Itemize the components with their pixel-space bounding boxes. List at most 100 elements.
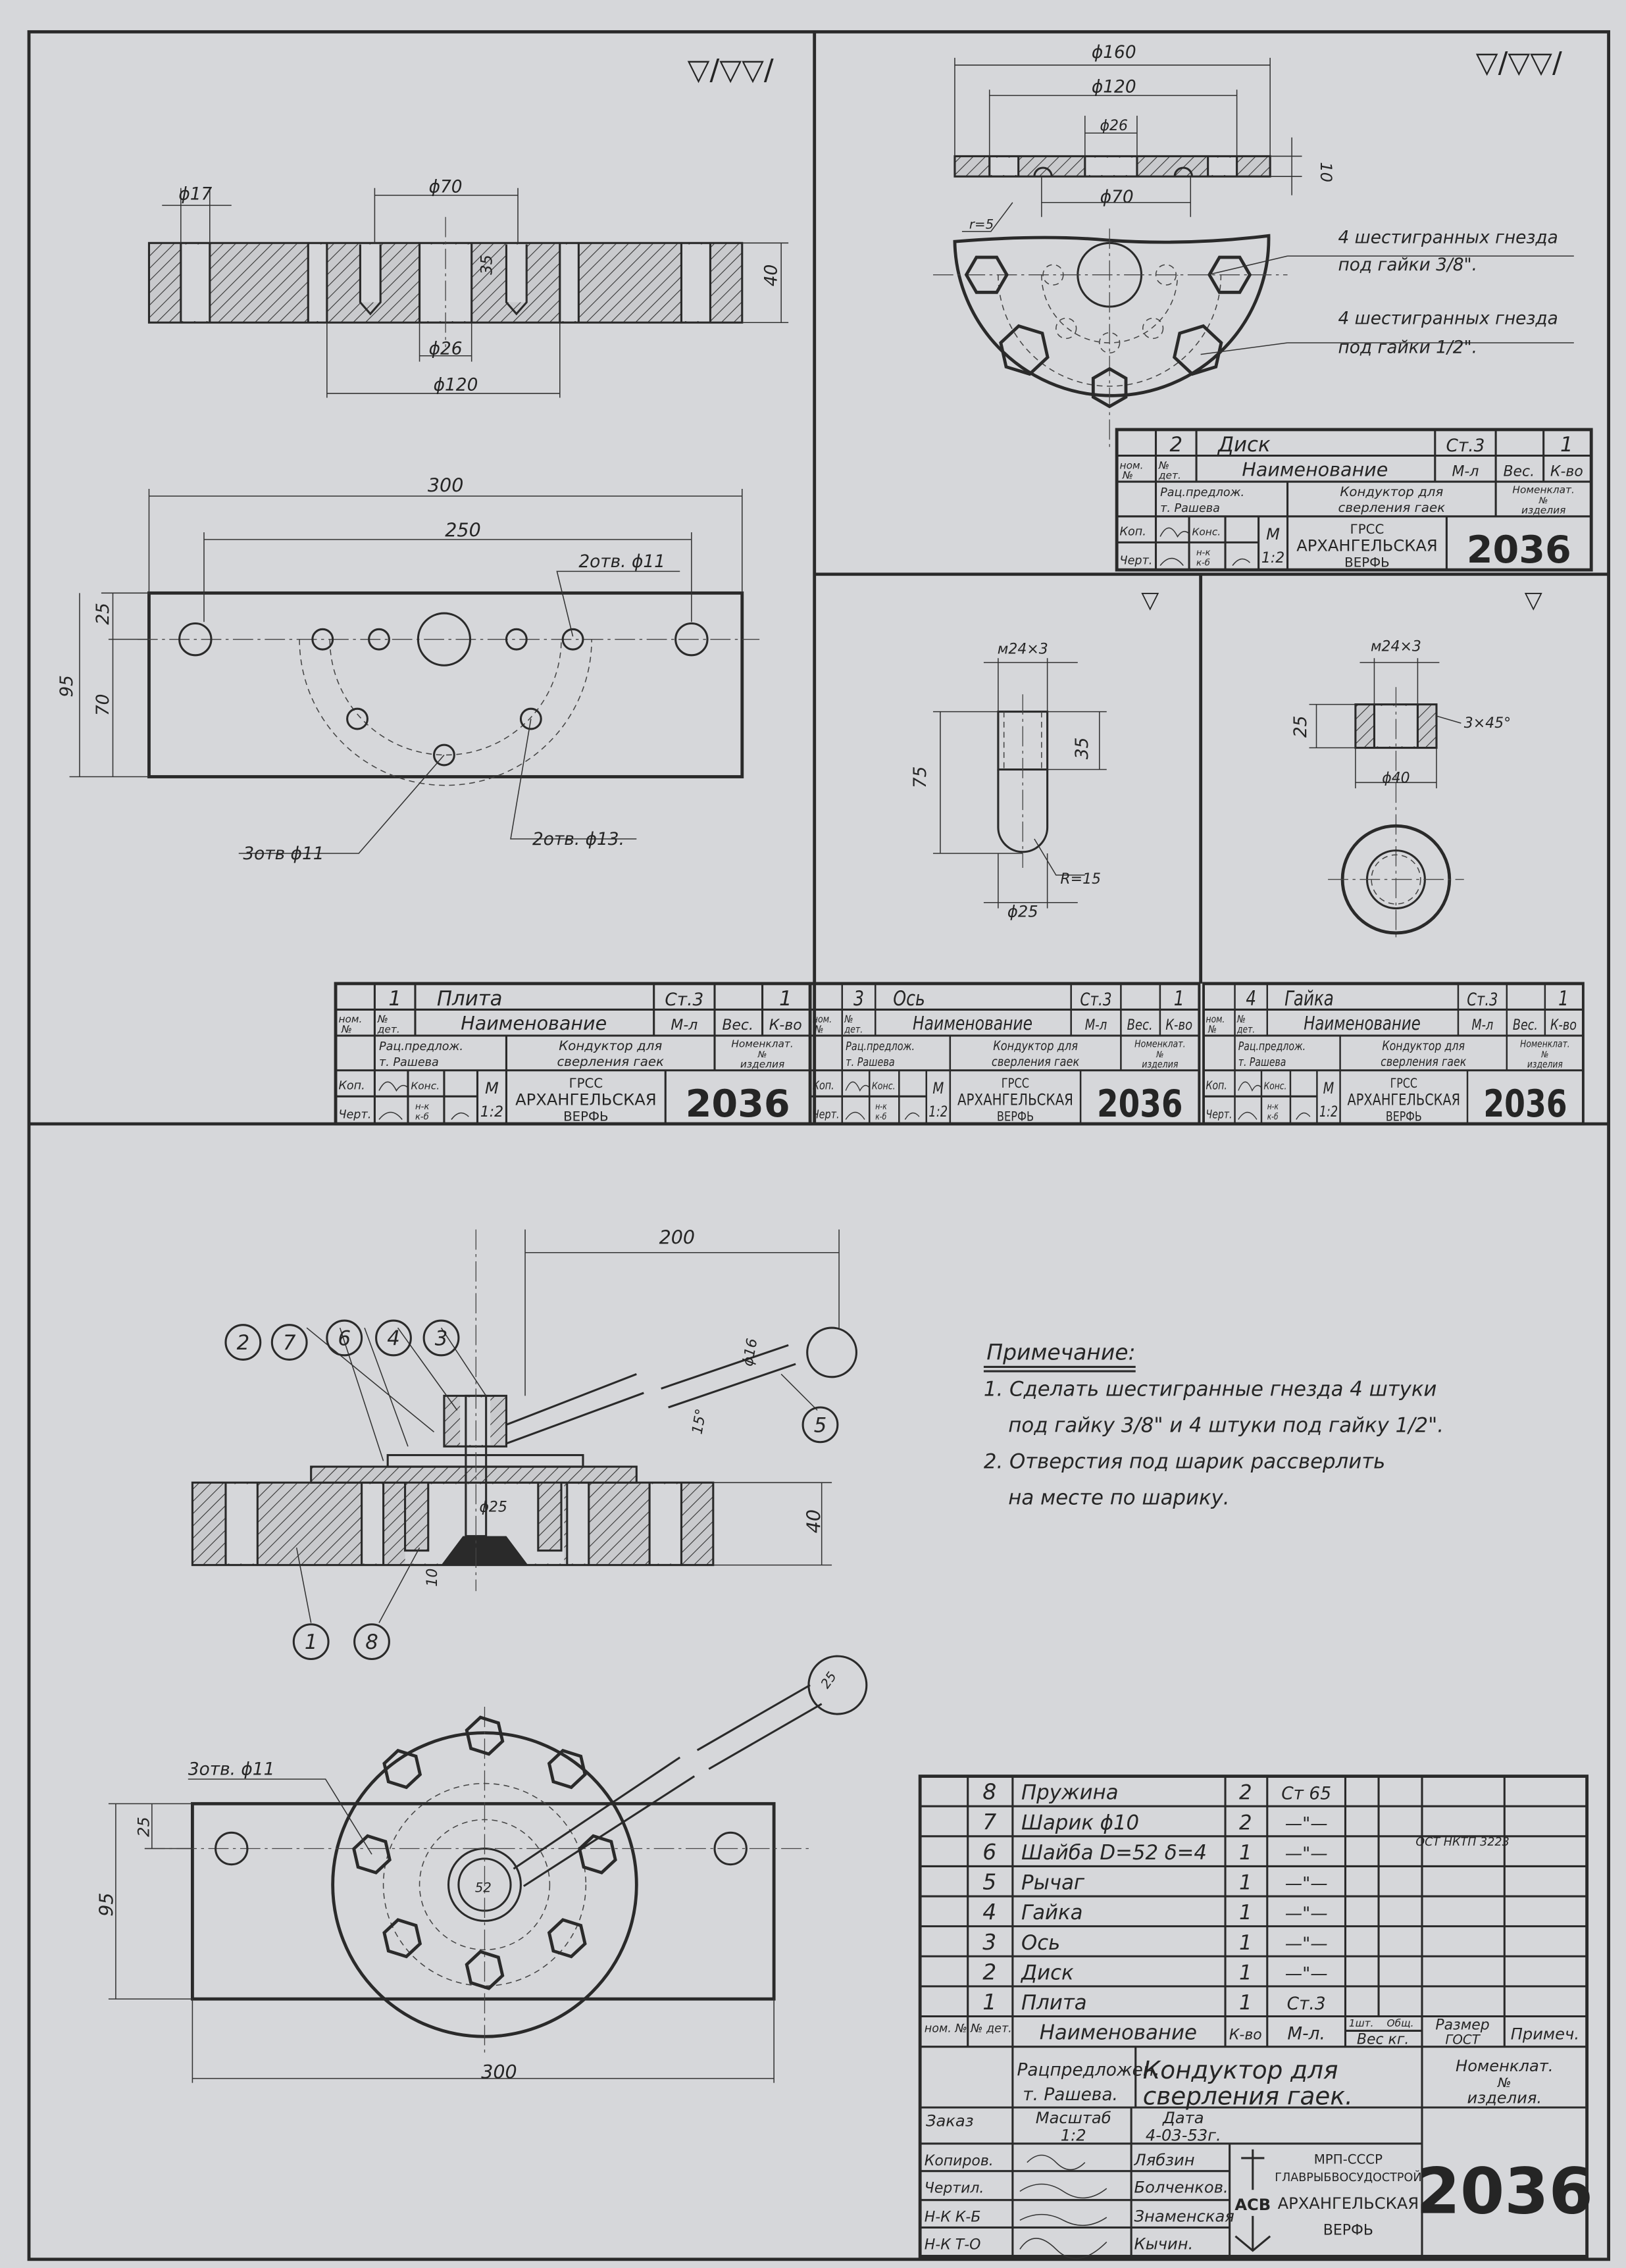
- label-org: АРХАНГЕЛЬСКАЯ: [515, 1091, 657, 1109]
- label-name: Наименование: [913, 1013, 1032, 1035]
- dim-d120: ϕ120: [1092, 78, 1136, 97]
- part-balloon: 8: [365, 1630, 378, 1654]
- bom-header-name: Наименование: [1040, 2021, 1197, 2045]
- label-chert: Черт.: [338, 1108, 371, 1121]
- plate-hole: [561, 628, 584, 651]
- label-name: Наименование: [1304, 1013, 1421, 1035]
- bom-part-number: 4: [982, 1899, 996, 1925]
- ball-hole: [1042, 264, 1064, 286]
- hex-socket-1-2-icon: [999, 324, 1050, 376]
- label-material: М-л: [1085, 1016, 1107, 1033]
- label-det: №: [1158, 459, 1169, 471]
- dim-h35: 35: [477, 255, 495, 275]
- bom-header-nom: ном. №: [925, 2023, 967, 2036]
- hex-nut-icon: [352, 1834, 392, 1875]
- callout-two-holes-13: 2отв. ϕ13.: [532, 830, 624, 849]
- bom-header-material: М-л.: [1287, 2025, 1325, 2044]
- label-nomen: изделия: [740, 1058, 784, 1070]
- title-author: т. Рашева.: [1023, 2085, 1118, 2105]
- bom-quantity: 1: [1239, 1961, 1252, 1984]
- label-nk: к-б: [1196, 558, 1210, 568]
- callout-three-holes-11: 3отв ϕ11: [243, 844, 324, 864]
- ball-hole: [1155, 264, 1177, 286]
- label-scale: 1:2: [928, 1103, 948, 1120]
- hex-nut-icon: [465, 1950, 505, 1990]
- title-date: 4-03-53г.: [1146, 2127, 1221, 2145]
- title-role: Чертил.: [925, 2180, 984, 2197]
- dim-d52: 52: [475, 1880, 492, 1895]
- bom-quantity: 1: [1239, 1871, 1252, 1895]
- label-nk: к-б: [415, 1112, 429, 1122]
- balloon-circle: [270, 1324, 308, 1361]
- dim-l35: 35: [1073, 738, 1092, 760]
- plate-hole: [346, 707, 368, 730]
- label-org: ВЕРФЬ: [997, 1109, 1034, 1124]
- bom-header-qty: К-во: [1229, 2027, 1262, 2044]
- part-material: Ст.3: [1080, 990, 1111, 1010]
- label-nomen: Номенклат.: [1512, 484, 1574, 496]
- label-org: ГРСС: [1390, 1076, 1417, 1091]
- label-author: т. Рашева: [1160, 502, 1220, 515]
- bom-part-number: 8: [982, 1779, 996, 1805]
- label-nom: ном.: [338, 1013, 362, 1025]
- part-quantity: 1: [1560, 433, 1573, 457]
- bom-header-weight-total: Общ.: [1387, 2017, 1414, 2029]
- dim-d70: ϕ70: [429, 177, 463, 197]
- part-name: Диск: [1217, 433, 1271, 457]
- balloon-circle: [353, 1623, 390, 1661]
- part-name: Ось: [893, 986, 925, 1010]
- plate-plan-view: [69, 489, 760, 854]
- label-org: ГРСС: [1350, 522, 1385, 537]
- label-weight: Вес.: [1513, 1017, 1538, 1033]
- plate-section-view: [147, 188, 789, 398]
- bom-quantity: 1: [1239, 1901, 1252, 1925]
- label-product: сверления гаек: [1381, 1055, 1466, 1070]
- label-kons: Конс.: [1192, 526, 1221, 538]
- balloon-circle: [422, 1319, 460, 1357]
- hex-nut-icon: [547, 1918, 587, 1959]
- title-date-label: Дата: [1162, 2109, 1204, 2127]
- part-quantity: 1: [1558, 986, 1569, 1010]
- bom-part-number: 1: [982, 1989, 996, 2015]
- bom-part-number: 3: [982, 1929, 996, 1955]
- label-qty: К-во: [1550, 463, 1583, 480]
- label-weight: Вес.: [1503, 463, 1535, 480]
- balloon-circle: [326, 1319, 363, 1357]
- dim-ball25: 25: [818, 1669, 840, 1692]
- ball-hole: [1099, 332, 1121, 354]
- title-rats: Рацпредложен.: [1017, 2061, 1159, 2080]
- part-balloon: 5: [814, 1413, 827, 1437]
- dim-h95: 95: [57, 675, 77, 697]
- label-product: сверления гаек: [557, 1054, 664, 1069]
- label-kop: Коп.: [1206, 1078, 1227, 1092]
- label-nomen: №: [1538, 496, 1548, 506]
- bom-part-name: Рычаг: [1021, 1871, 1085, 1895]
- label-kop: Коп.: [338, 1079, 365, 1092]
- bom-part-name: Шайба D=52 δ=4: [1021, 1841, 1207, 1865]
- bom-material: —"—: [1285, 1934, 1328, 1954]
- part-number: 1: [388, 987, 401, 1011]
- label-product: сверления гаек: [1338, 500, 1446, 515]
- bom-part-number: 2: [982, 1959, 996, 1984]
- axle-view: [932, 658, 1107, 909]
- label-nomen: изделия: [1142, 1059, 1179, 1070]
- part-material: Ст.3: [1446, 436, 1485, 456]
- title-product: Кондуктор для: [1143, 2055, 1338, 2084]
- dim-t10: 10: [1317, 162, 1335, 182]
- label-m: М: [1266, 525, 1280, 543]
- label-weight: Вес.: [722, 1017, 753, 1034]
- label-weight: Вес.: [1127, 1016, 1153, 1033]
- label-nomen: Номенклат.: [1134, 1038, 1185, 1049]
- label-m: М: [1323, 1080, 1334, 1098]
- disk-note: 4 шестигранных гнезда: [1338, 228, 1558, 247]
- part-material: Ст.3: [665, 990, 703, 1010]
- label-product: Кондуктор для: [993, 1038, 1078, 1053]
- label-org: ВЕРФЬ: [563, 1109, 609, 1124]
- label-scale: 1:2: [480, 1104, 503, 1121]
- label-name: Наименование: [1242, 458, 1388, 480]
- balloon-circle: [375, 1319, 412, 1357]
